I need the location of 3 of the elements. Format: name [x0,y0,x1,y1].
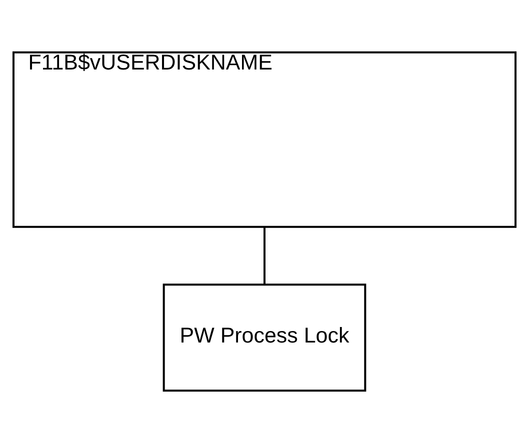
node-box: PW Process Lock [162,283,366,392]
connector [264,226,266,284]
node-box: F11B$vUSERDISKNAME [12,50,517,228]
